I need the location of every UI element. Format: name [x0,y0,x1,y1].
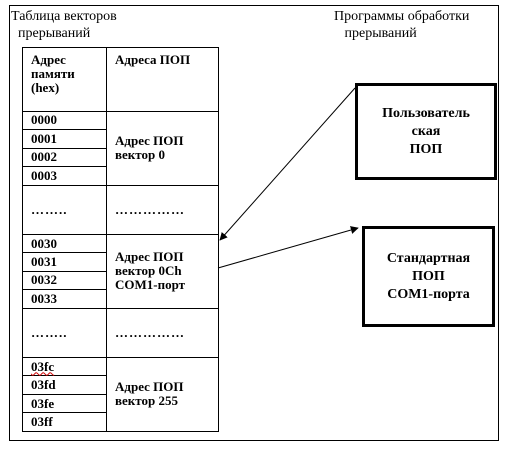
address-cell: 0003 [22,166,107,186]
table-row: 0003 [22,166,219,186]
table-row: 03ff [22,412,219,432]
table-row: 0030 Адрес ПОП вектор 0Ch COM1-порт [22,233,219,309]
table-row: 03fc Адрес ПОП вектор 255 [22,356,219,433]
address-text: 03fc [31,358,55,374]
ellipsis-cell: …….. [22,184,107,235]
table-row: 0032 [22,270,219,291]
table-row: 03fe [22,393,219,414]
isr-address-header: Адреса ПОП [106,47,219,112]
table-row: 0031 [22,252,219,272]
vector-255-pointer: Адрес ПОП вектор 255 [106,356,219,433]
ellipsis-cell: …….. [22,307,107,358]
standard-isr-box: Стандартная ПОП COM1-порта [362,226,495,327]
vector-0-pointer: Адрес ПОП вектор 0 [106,110,219,186]
address-cell: 0030 [22,233,107,254]
handlers-caption: Программы обработки прерываний [334,9,470,41]
arrow-to-standard-isr [217,226,359,269]
address-cell: 0033 [22,289,107,309]
ellipsis-cell: …………… [106,184,219,235]
address-cell: 0032 [22,270,107,291]
user-isr-label: Пользователь ская ПОП [382,105,470,157]
standard-isr-label: Стандартная ПОП COM1-порта [386,250,471,302]
interrupt-vector-table: Адрес памяти (hex) Адреса ПОП 0000 Адрес… [22,47,219,433]
address-cell: 03ff [22,412,107,432]
table-header-row: Адрес памяти (hex) Адреса ПОП [22,47,219,112]
address-cell: 0031 [22,252,107,272]
user-isr-box: Пользователь ская ПОП [355,83,497,180]
diagram-frame [9,5,499,441]
table-row: 0001 [22,129,219,149]
vector-table-caption: Таблица векторов прерываний [11,9,117,41]
ellipsis-row: …….. …………… [22,184,219,235]
memory-address-header: Адрес памяти (hex) [22,47,107,112]
table-row: 0033 [22,289,219,309]
table-row: 03fd [22,375,219,395]
address-cell: 03fd [22,375,107,395]
table-row: 0000 Адрес ПОП вектор 0 [22,110,219,186]
address-cell: 03fe [22,393,107,414]
ellipsis-cell: …………… [106,307,219,358]
ellipsis-row: …….. …………… [22,307,219,358]
arrow-to-vector-0ch [219,87,356,241]
address-cell: 0001 [22,129,107,149]
